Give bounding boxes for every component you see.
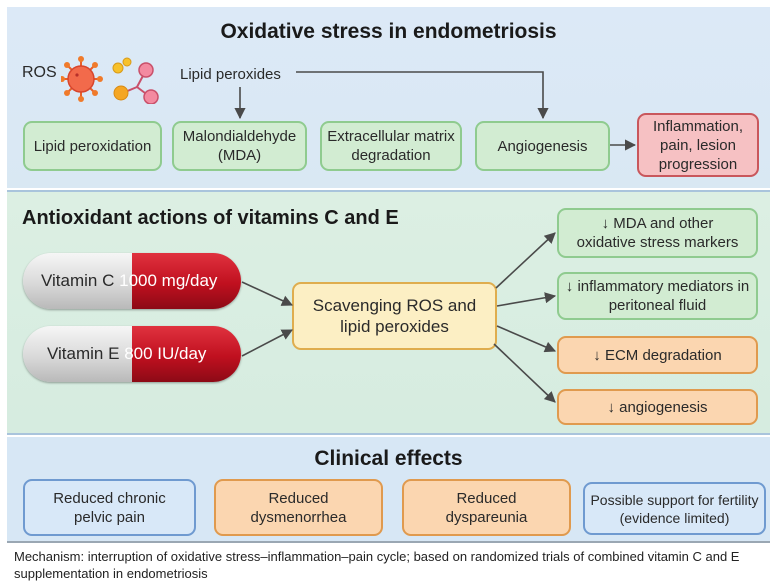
molecule-icon [112, 57, 159, 104]
vitamin-e-capsule: Vitamin E 800 IU/day [23, 326, 241, 382]
ros-label: ROS [22, 64, 57, 81]
clinical-effects-panel: Clinical effects Reduced chronic pelvic … [7, 437, 770, 543]
scavenging-box: Scavenging ROS and lipid peroxides [292, 282, 497, 350]
effect-pelvic-pain-box: Reduced chronic pelvic pain [23, 479, 196, 536]
antioxidant-title: Antioxidant actions of vitamins C and E [22, 207, 399, 229]
outcome-angiogenesis-box: ↓ angiogenesis [557, 389, 758, 425]
lipid-peroxides-label: Lipid peroxides [180, 66, 281, 83]
mda-box: Malondialdehyde (MDA) [172, 121, 307, 171]
vitamin-c-name: Vitamin C [41, 271, 115, 290]
vitamin-e-dose: 800 IU/day [124, 344, 207, 363]
antioxidant-panel: Antioxidant actions of vitamins C and E … [7, 190, 770, 435]
outcome-ecm-box: ↓ ECM degradation [557, 336, 758, 374]
clinical-effects-title: Clinical effects [314, 447, 463, 470]
lipid-peroxidation-box: Lipid peroxidation [23, 121, 162, 171]
oxidative-stress-panel: Oxidative stress in endometriosis ROS Li… [7, 7, 770, 188]
ecm-degradation-box: Extracellular matrix degradation [320, 121, 462, 171]
effect-fertility-box: Possible support for fertility (evidence… [583, 482, 766, 535]
oxidative-stress-title: Oxidative stress in endometriosis [220, 20, 557, 43]
angiogenesis-box: Angiogenesis [475, 121, 610, 171]
effect-dyspareunia-box: Reduced dyspareunia [402, 479, 571, 536]
vitamin-c-capsule: Vitamin C 1000 mg/day [23, 253, 241, 309]
outcome-mda-box: ↓ MDA and other oxidative stress markers [557, 208, 758, 258]
effect-dysmenorrhea-box: Reduced dysmenorrhea [214, 479, 383, 536]
vitamin-c-dose: 1000 mg/day [119, 271, 218, 290]
outcome-inflammatory-box: ↓ inflammatory mediators in peritoneal f… [557, 272, 758, 320]
vitamin-e-name: Vitamin E [47, 344, 120, 363]
ros-radical-icon [61, 56, 159, 104]
footnote: Mechanism: interruption of oxidative str… [14, 549, 740, 581]
inflammation-box: Inflammation, pain, lesion progression [637, 113, 759, 177]
